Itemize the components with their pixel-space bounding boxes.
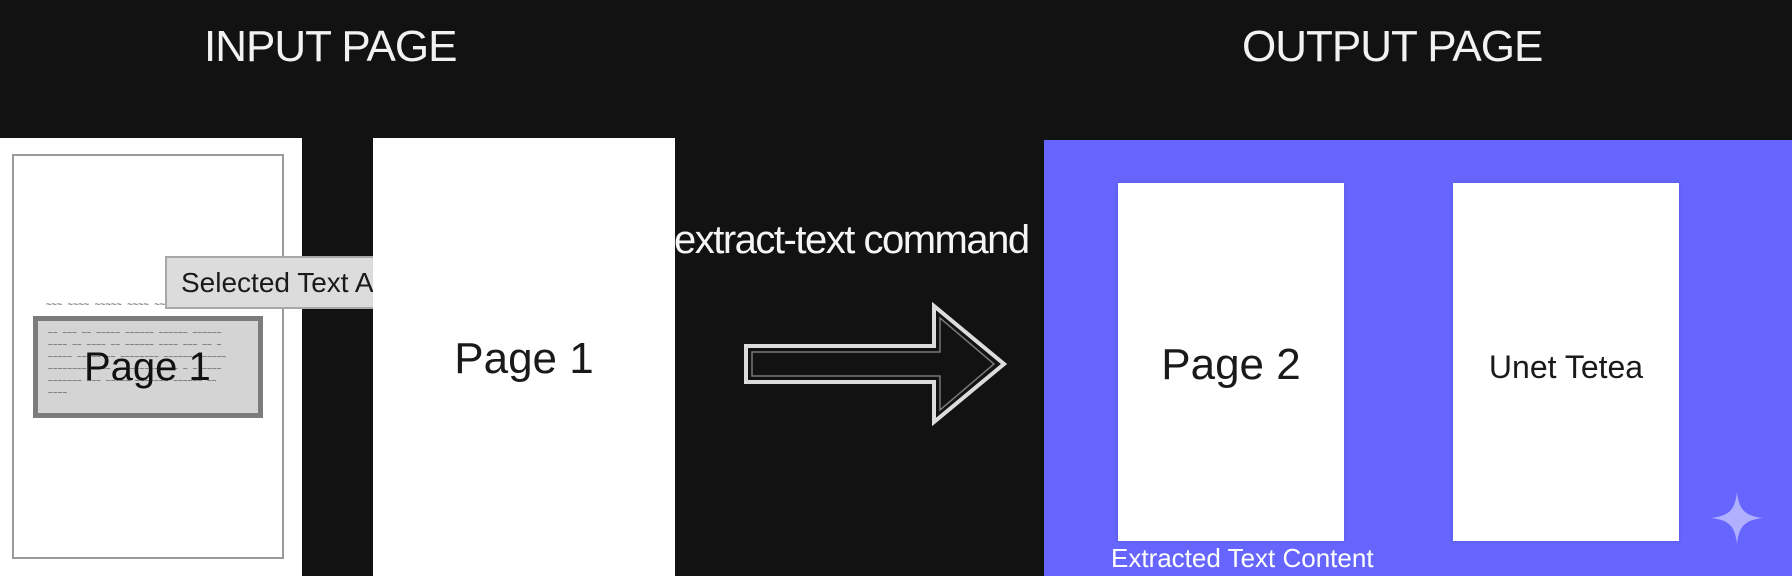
extracted-text-caption: Extracted Text Content — [1111, 543, 1374, 573]
output-page-3-label: Unet Tetea — [1488, 349, 1644, 385]
input-page-label-overlay: Page 1 — [84, 345, 211, 389]
page-1-thumbnail: Page 1 — [373, 138, 675, 576]
input-page-border — [12, 154, 284, 559]
output-panel: Page 2 Unet Tetea Extracted Text Content — [1044, 140, 1792, 576]
selected-text-lines: ~~ ~~~ ~~ ~~~~~ ~~~~~~ ~~~~~~ ~~~~~~ ~~~… — [48, 328, 227, 397]
sparkle-icon — [1711, 492, 1763, 544]
output-page-3: Unet Tetea — [1453, 183, 1679, 541]
selected-text-area[interactable]: ~~ ~~~ ~~ ~~~~~ ~~~~~~ ~~~~~~ ~~~~~~ ~~~… — [33, 316, 263, 418]
input-page-heading: INPUT PAGE — [204, 22, 457, 71]
output-page-2-label: Page 2 — [1161, 340, 1301, 389]
right-arrow-icon — [744, 301, 1008, 427]
output-page-2: Page 2 — [1118, 183, 1344, 541]
output-page-heading: OUTPUT PAGE — [1242, 22, 1543, 71]
input-page-thumbnail: ~~~ ~~~~ ~~~~~ ~~~~ ~~ ~~~~~~~~~~~~ ~~ ~… — [0, 138, 302, 576]
command-label: extract-text command — [674, 218, 1030, 262]
page-header-text-line: ~~~ ~~~~ ~~~~~ ~~~~ ~~ ~~~~~~~~~~~~ — [46, 300, 236, 310]
page-1-label: Page 1 — [454, 334, 594, 383]
